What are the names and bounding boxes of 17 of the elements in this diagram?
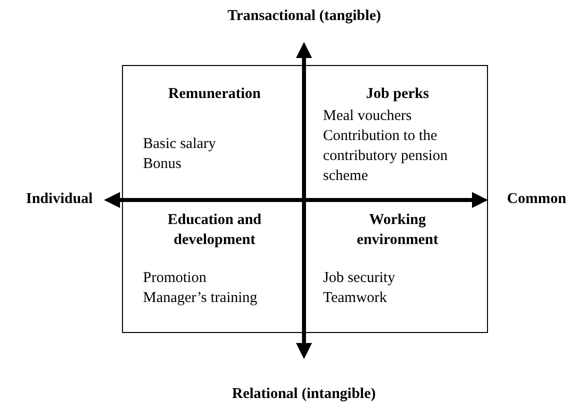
list-item: Promotion xyxy=(143,269,208,288)
quadrant-heading: Working environment xyxy=(356,211,440,250)
list-item: Bonus xyxy=(143,155,182,174)
list-item: Job security xyxy=(323,269,396,288)
axis-label: Individual xyxy=(26,191,93,208)
axis-label: Transactional (tangible) xyxy=(228,8,381,25)
list-item: Basic salary xyxy=(143,135,217,154)
quadrant-heading: Remuneration xyxy=(167,85,262,104)
list-item: Meal vouchers xyxy=(323,107,413,126)
list-item: Contribution to the contributory pension scheme xyxy=(323,127,449,186)
quadrant-heading: Education and development xyxy=(166,211,262,250)
axis-label: Relational (intangible) xyxy=(232,386,376,403)
axis-label: Common xyxy=(507,191,566,208)
quadrant-heading: Job perks xyxy=(365,85,430,104)
quadrant-frame xyxy=(122,65,488,333)
list-item: Manager’s training xyxy=(143,289,258,308)
list-item: Teamwork xyxy=(323,289,388,308)
